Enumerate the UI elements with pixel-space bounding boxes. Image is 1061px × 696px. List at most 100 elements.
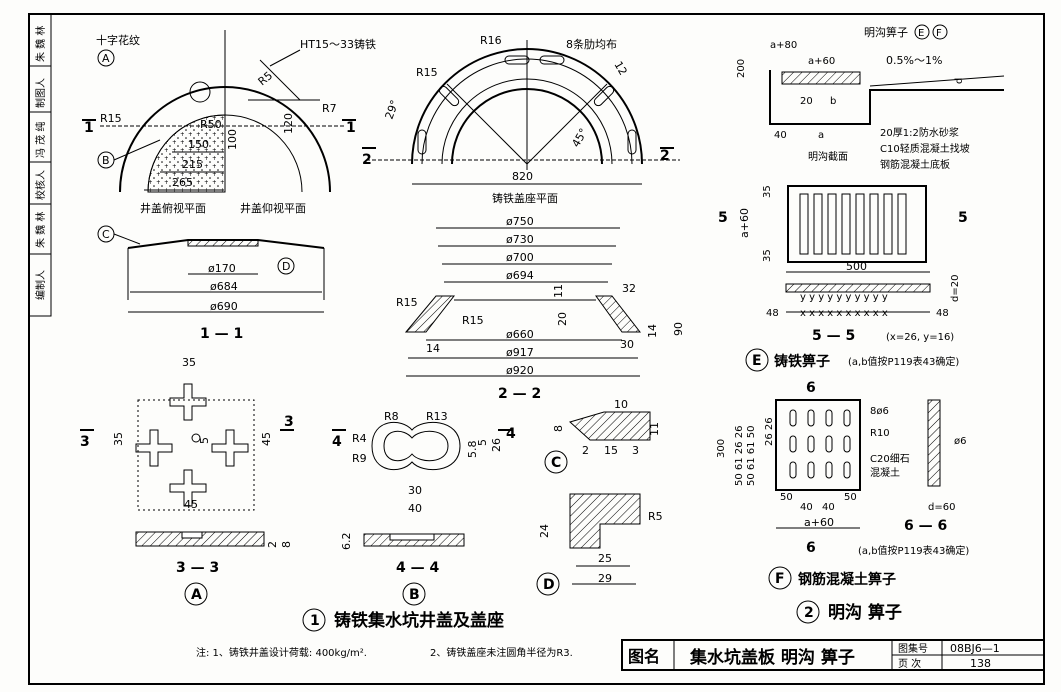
dim-r50: R50 (200, 118, 222, 131)
dim-r4: R4 (352, 432, 367, 445)
caption-3-3: 3 — 3 (176, 560, 219, 576)
cut-6-bottom: 6 (806, 540, 816, 556)
dim-26: 26 (490, 438, 503, 452)
dim-a80: a+80 (770, 40, 797, 51)
marker-e-ref: E (918, 28, 924, 39)
title-2-text: 明沟 箅子 (828, 602, 902, 623)
dim-820: 820 (512, 170, 533, 183)
sidebar-draughtsman: 制图人 (34, 78, 47, 108)
cut-5-right: 5 (958, 210, 968, 226)
title-concrete-grate: 钢筋混凝土箅子 (798, 571, 896, 588)
dim-a60: a+60 (808, 56, 835, 67)
marker-e-title: E (752, 353, 762, 369)
marker-a-circle (97, 49, 115, 67)
dim-29: 29 (598, 572, 612, 585)
sidebar-checker-name: 冯 茂 纯 (34, 122, 47, 158)
marker-a-detail: A (191, 587, 202, 603)
marker-d: D (282, 260, 290, 273)
dim-29deg: 29° (383, 98, 402, 121)
dim-d: d (954, 78, 965, 84)
caption-ditch: 明沟截面 (808, 150, 848, 163)
title-block: 图名 集水坑盖板 明沟 箅子 图集号 08BJ6—1 页 次 138 (621, 639, 1045, 671)
dim-750: ø750 (506, 215, 534, 228)
sidebar-drafter: 编制人 (34, 270, 47, 300)
dim-20: 20 (800, 96, 813, 107)
cut-3-left: 3 (80, 434, 90, 450)
dim-917: ø917 (506, 346, 534, 359)
main-titles: 1 铸铁集水坑井盖及盖座 2 明沟 箅子 (302, 600, 902, 632)
marker-f-title: F (775, 571, 785, 587)
grate-f-slots (789, 409, 851, 479)
dim-b: b (830, 96, 836, 107)
dim-700: ø700 (506, 251, 534, 264)
note-base-slab: 钢筋混凝土底板 (880, 158, 950, 171)
dim-r9: R9 (352, 452, 367, 465)
dim-15: 15 (604, 444, 618, 457)
dim-48b: 48 (936, 308, 949, 319)
dim-inner: 26 26 (764, 417, 775, 446)
dim-5: 5 (476, 439, 489, 446)
cut-2-right: 2 (660, 148, 670, 164)
dim-35b: 35 (112, 432, 125, 446)
dim-40b: 40 (822, 502, 835, 513)
dim-215: 215 (182, 158, 203, 171)
dim-32: 32 (622, 282, 636, 295)
dim-r15-b: R15 (462, 314, 484, 327)
dim-8: 8 (552, 425, 565, 432)
dim-11: 11 (552, 284, 565, 298)
dim-30: 30 (620, 338, 634, 351)
title-1-text: 铸铁集水坑井盖及盖座 (334, 610, 504, 631)
dim-50b: 50 (844, 492, 857, 503)
page-value: 138 (970, 657, 991, 670)
dim-40: 40 (774, 130, 787, 141)
note-concrete-slope: C10轻质混凝土找坡 (880, 142, 970, 155)
cut-6-top: 6 (806, 380, 816, 396)
dim-left-2: 50 61 61 50 (746, 426, 757, 486)
title-2-number: 2 (804, 605, 814, 621)
dim-660: ø660 (506, 328, 534, 341)
dim-phi6: ø6 (954, 436, 966, 447)
dim-40a: 40 (800, 502, 813, 513)
caption-5-5: 5 — 5 (812, 328, 855, 344)
dim-10: 10 (614, 398, 628, 411)
dim-45b: 45 (184, 498, 198, 511)
label-8-ribs: 8条肋均布 (566, 37, 617, 51)
dim-5: 5 (198, 437, 211, 444)
caption-1-1: 1 — 1 (200, 326, 243, 342)
marker-d-detail: D (543, 577, 555, 593)
caption-cover-top: 井盖俯视平面 (140, 201, 206, 215)
dim-r15-a: R15 (396, 296, 418, 309)
dim-3: 3 (632, 444, 639, 457)
dim-6-2: 6.2 (340, 533, 353, 551)
cut-1-left: 1 (84, 120, 94, 136)
dim-35a: 35 (762, 185, 773, 198)
dim-r8: R8 (384, 410, 399, 423)
caption-4-4: 4 — 4 (396, 560, 439, 576)
marker-c-detail: C (551, 455, 561, 471)
title-block-name: 集水坑盖板 明沟 箅子 (689, 647, 855, 668)
grate-e: 35 35 a+60 5 5 500 y y y y y y y y y y d… (718, 185, 968, 372)
dim-14: 14 (426, 342, 440, 355)
dim-20: 20 (556, 312, 569, 326)
sidebar-draughtsman-name: 朱 魏 林 (34, 26, 47, 62)
label-rebar: 8ø6 (870, 406, 889, 417)
dim-left: 50 61 26 26 (734, 426, 745, 486)
dim-50a: 50 (780, 492, 793, 503)
dim-24: 24 (538, 524, 551, 538)
dim-25: 25 (598, 552, 612, 565)
page-label: 页 次 (898, 657, 921, 670)
marker-b: B (102, 154, 110, 167)
dim-694: ø694 (506, 269, 534, 282)
dim-r15: R15 (100, 112, 122, 125)
cut-2-left: 2 (362, 152, 372, 168)
section-2-2: ø750 ø730 ø700 ø694 R15 R15 14 11 20 32 … (396, 215, 685, 402)
cover-plan-view: 1 1 十字花纹 A B HT15～33铸铁 R15 R50 R5 R7 120… (82, 30, 376, 215)
caption-cover-bottom: 井盖仰视平面 (240, 201, 306, 215)
sheet-border (28, 13, 1045, 685)
set-number-label: 图集号 (898, 642, 928, 655)
dim-30: 30 (408, 484, 422, 497)
dim-730: ø730 (506, 233, 534, 246)
dim-265: 265 (172, 176, 193, 189)
